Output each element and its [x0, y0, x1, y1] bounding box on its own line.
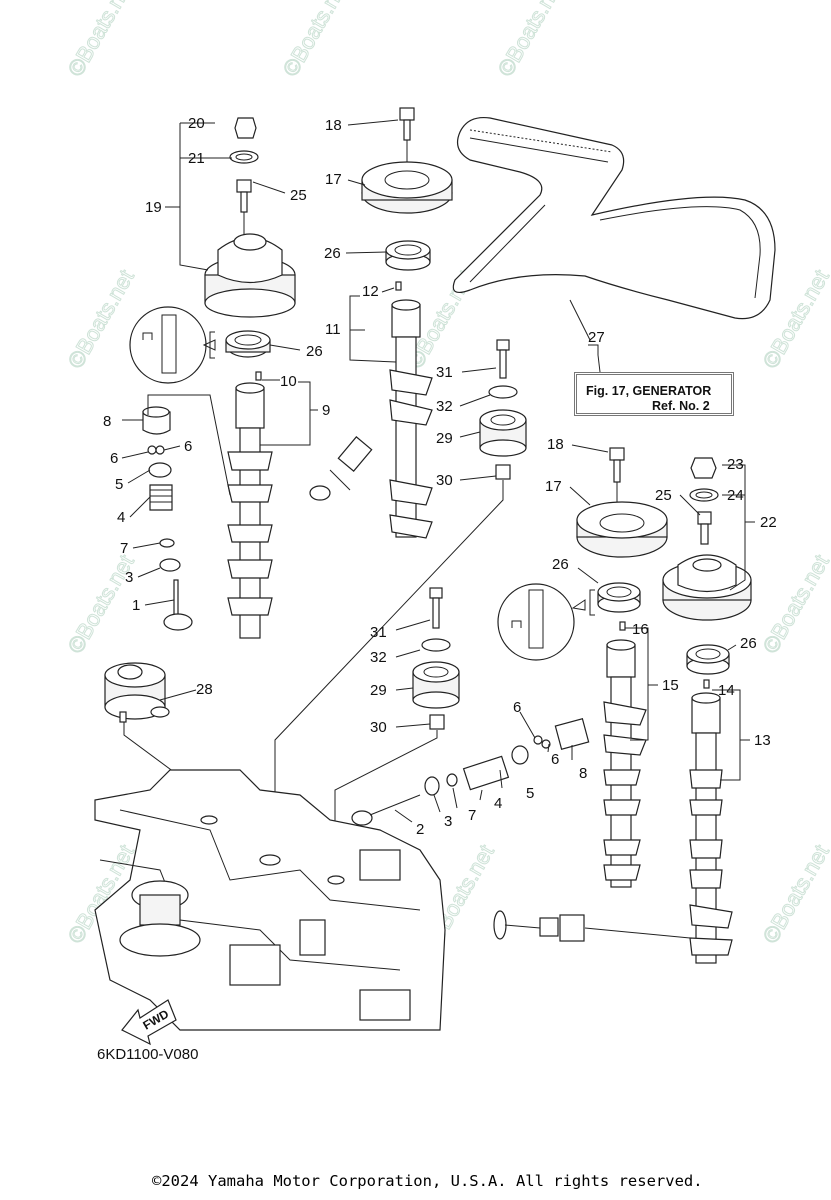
- callout-6: 6: [110, 450, 118, 467]
- callout-18: 18: [325, 117, 342, 134]
- callout-5: 5: [526, 785, 534, 802]
- watermark: ©Boats.net: [278, 0, 354, 80]
- callout-29: 29: [436, 430, 453, 447]
- idler-pulley-lower: [334, 587, 460, 880]
- callout-27: 27: [588, 329, 605, 346]
- callout-labels: 20 21 19 25 26 18 17 26 12 11 10 9 8 6 6…: [103, 115, 777, 838]
- watermark: ©Boats.net: [63, 0, 139, 80]
- callout-4: 4: [117, 509, 125, 526]
- copyright-notice: ©2024 Yamaha Motor Corporation, U.S.A. A…: [152, 1172, 703, 1190]
- watermark: ©Boats.net: [63, 550, 139, 657]
- callout-15: 15: [662, 677, 679, 694]
- callout-14: 14: [718, 682, 735, 699]
- valve-stack-left: [142, 406, 193, 631]
- watermark: ©Boats.net: [493, 0, 569, 80]
- vct-pulley-right: [662, 457, 752, 621]
- callout-28: 28: [196, 681, 213, 698]
- callout-26: 26: [324, 245, 341, 262]
- callout-26: 26: [306, 343, 323, 360]
- callout-16: 16: [632, 621, 649, 638]
- watermark: ©Boats.net: [758, 550, 831, 657]
- callout-4: 4: [494, 795, 502, 812]
- cylinder-head: [94, 769, 446, 1031]
- oil-seal-far-right: [686, 644, 730, 675]
- callout-10: 10: [280, 373, 297, 390]
- callout-7: 7: [468, 807, 476, 824]
- callout-6: 6: [184, 438, 192, 455]
- diagram-code: 6KD1100-V080: [97, 1046, 199, 1063]
- callout-12: 12: [362, 283, 379, 300]
- reference-box[interactable]: Fig. 17, GENERATOR Ref. No. 2: [574, 372, 734, 416]
- watermark: ©Boats.net: [758, 840, 831, 947]
- callout-3: 3: [125, 569, 133, 586]
- timing-belt: [452, 116, 776, 320]
- callout-5: 5: [115, 476, 123, 493]
- callout-19: 19: [145, 199, 162, 216]
- callout-11: 11: [325, 321, 341, 338]
- callout-20: 20: [188, 115, 205, 132]
- callout-1: 1: [132, 597, 140, 614]
- callout-31: 31: [436, 364, 453, 381]
- camshaft-right-a: [603, 621, 647, 888]
- camshaft-middle: [389, 281, 433, 539]
- callout-25: 25: [655, 487, 672, 504]
- callout-25: 25: [290, 187, 307, 204]
- callout-8: 8: [579, 765, 587, 782]
- callout-30: 30: [370, 719, 387, 736]
- callout-32: 32: [436, 398, 453, 415]
- callout-13: 13: [754, 732, 771, 749]
- callout-31: 31: [370, 624, 387, 641]
- watermark: ©Boats.net: [63, 265, 139, 372]
- oil-seal-left: [129, 306, 271, 384]
- callout-30: 30: [436, 472, 453, 489]
- cam-pulley-lower: [576, 447, 668, 558]
- callout-29: 29: [370, 682, 387, 699]
- forward-arrow-icon: FWD: [121, 999, 177, 1046]
- callout-26: 26: [552, 556, 569, 573]
- callout-21: 21: [188, 150, 205, 167]
- oil-seal-middle: [385, 240, 431, 271]
- callout-2: 2: [416, 821, 424, 838]
- camshaft-left: [227, 371, 273, 639]
- valve-lower-right: [493, 910, 691, 942]
- cam-pulley-upper: [361, 107, 453, 214]
- valve-middle: [309, 436, 373, 501]
- reference-number: Ref. No. 2: [652, 399, 710, 413]
- callout-6: 6: [513, 699, 521, 716]
- callout-26: 26: [740, 635, 757, 652]
- valve-stack-lower: [351, 718, 590, 826]
- callout-6: 6: [551, 751, 559, 768]
- leader-lines: [121, 119, 755, 823]
- callout-17: 17: [325, 171, 342, 188]
- callout-8: 8: [103, 413, 111, 430]
- reference-figure: Fig. 17, GENERATOR: [586, 384, 712, 398]
- callout-7: 7: [120, 540, 128, 557]
- oil-seal-right: [497, 582, 641, 661]
- callout-24: 24: [727, 487, 744, 504]
- callout-32: 32: [370, 649, 387, 666]
- vct-pulley-left: [204, 117, 296, 318]
- belt-tensioner: [104, 662, 206, 796]
- callout-17: 17: [545, 478, 562, 495]
- camshaft-right-b: [689, 679, 733, 964]
- callout-18: 18: [547, 436, 564, 453]
- callout-9: 9: [322, 402, 330, 419]
- callout-3: 3: [444, 813, 452, 830]
- callout-23: 23: [727, 456, 744, 473]
- callout-22: 22: [760, 514, 777, 531]
